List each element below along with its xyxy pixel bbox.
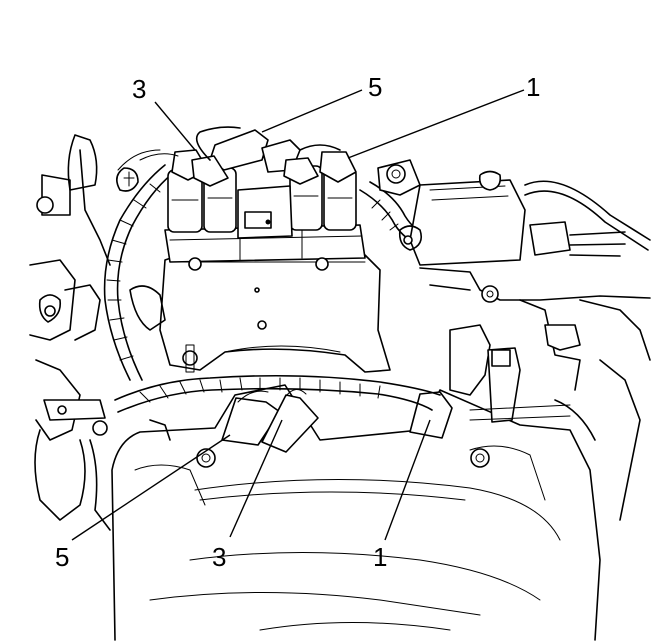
leader-bottom-1 [384, 419, 431, 541]
callout-top-1: 1 [526, 72, 540, 102]
lower-engine-block [111, 384, 601, 641]
callout-top-5: 5 [368, 72, 382, 102]
callout-bottom-3: 3 [212, 542, 226, 572]
lower-bolts [196, 448, 490, 468]
callout-bottom-5: 5 [55, 542, 69, 572]
leader-top-3 [154, 101, 196, 151]
right-components [377, 159, 651, 521]
coil-pack-assembly [164, 165, 366, 271]
leader-top-5 [261, 89, 363, 133]
callout-top-3: 3 [132, 74, 146, 104]
leader-top-1 [347, 89, 525, 159]
callout-bottom-1: 1 [373, 542, 387, 572]
upper-plug-wires [117, 126, 357, 187]
left-components [29, 134, 198, 531]
callout-labels: 3 5 1 5 3 1 [55, 72, 540, 572]
intake-manifold [159, 254, 391, 373]
leader-bottom-3 [229, 419, 283, 538]
leader-lines [71, 89, 525, 541]
lower-boots [221, 389, 453, 453]
leader-bottom-5 [71, 434, 231, 541]
